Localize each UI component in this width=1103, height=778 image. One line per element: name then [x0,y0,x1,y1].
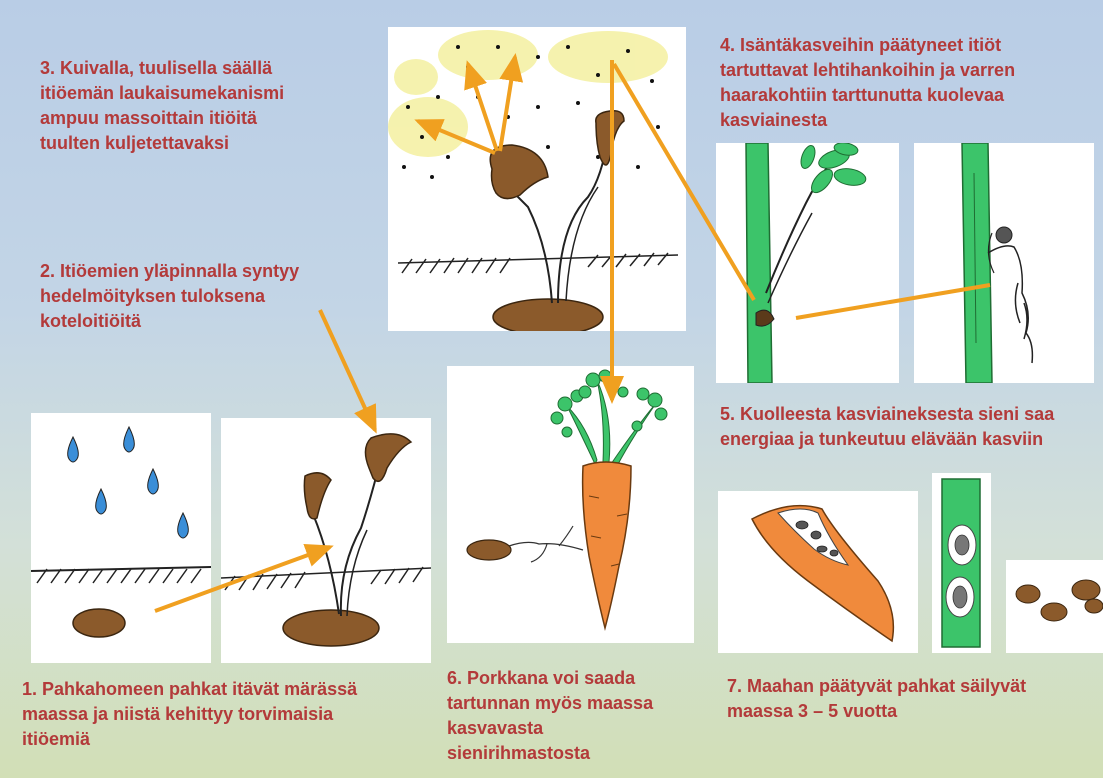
raindrop-icon [68,427,189,538]
plant-stem-icon [962,143,992,383]
caption-line: energiaa ja tunkeutuu elävään kasviin [720,427,1054,452]
leaf-icon [798,143,867,196]
panel-apothecia [221,418,431,663]
caption-line: itiöemän laukaisumekanismi [40,81,284,106]
caption-step-2: 2. Itiöemien yläpinnalla syntyy hedelmöi… [40,259,299,334]
caption-line: 5. Kuolleesta kasviaineksesta sieni saa [720,402,1054,427]
caption-step-1: 1. Pahkahomeen pahkat itävät märässä maa… [22,677,357,752]
caption-line: 4. Isäntäkasveihin päätyneet itiöt [720,33,1015,58]
caption-line: 6. Porkkana voi saada [447,666,653,691]
caption-line: kasvavasta [447,716,653,741]
leaf-icon [551,370,667,466]
caption-line: 1. Pahkahomeen pahkat itävät märässä [22,677,357,702]
apothecium-icon [365,434,411,482]
apothecium-icon [596,111,624,165]
caption-line: 3. Kuivalla, tuulisella säällä [40,56,284,81]
caption-line: ampuu massoittain itiöitä [40,106,284,131]
caption-line: 7. Maahan päätyvät pahkat säilyvät [727,674,1026,699]
caption-line: sienirihmastosta [447,741,653,766]
panel-stem-sclerotia [932,473,991,653]
panel-spore-release [388,27,686,331]
apothecium-icon [490,145,548,199]
caption-step-6: 6. Porkkana voi saada tartunnan myös maa… [447,666,653,766]
plant-stem-icon [746,143,772,383]
caption-step-3: 3. Kuivalla, tuulisella säällä itiöemän … [40,56,284,156]
caption-line: hedelmöityksen tuloksena [40,284,299,309]
arrow-caption2-to-apothecium [320,310,375,430]
sclerotium-icon [1016,580,1103,621]
caption-line: tartunnan myös maassa [447,691,653,716]
spore-haze [388,30,668,157]
caption-line: maassa ja niistä kehittyy torvimaisia [22,702,357,727]
apothecium-icon [304,473,331,519]
soil-hatching [31,567,211,583]
caption-step-7: 7. Maahan päätyvät pahkat säilyvät maass… [727,674,1026,724]
caption-line: itiöemiä [22,727,357,752]
panel-rain-sclerotium [31,413,211,663]
caption-line: maassa 3 – 5 vuotta [727,699,1026,724]
panel-carrot [447,366,694,643]
panel-infected-carrot [718,491,918,653]
caption-step-4: 4. Isäntäkasveihin päätyneet itiöt tartu… [720,33,1015,133]
caption-line: kasviainesta [720,108,1015,133]
sclerotium-icon [283,610,379,646]
sclerotium-icon [467,540,511,560]
caption-line: 2. Itiöemien yläpinnalla syntyy [40,259,299,284]
sclerotium-icon [73,609,125,637]
caption-line: tartuttavat lehtihankoihin ja varren [720,58,1015,83]
panel-sclerotia-soil [1006,560,1103,653]
carrot-icon [583,462,631,628]
panel-stem-lesion [914,143,1094,383]
panel-stem-axil [716,143,899,383]
caption-line: tuulten kuljetettavaksi [40,131,284,156]
sclerotium-icon [493,299,603,331]
caption-line: koteloitiöitä [40,309,299,334]
caption-step-5: 5. Kuolleesta kasviaineksesta sieni saa … [720,402,1054,452]
caption-line: haarakohtiin tarttunutta kuolevaa [720,83,1015,108]
